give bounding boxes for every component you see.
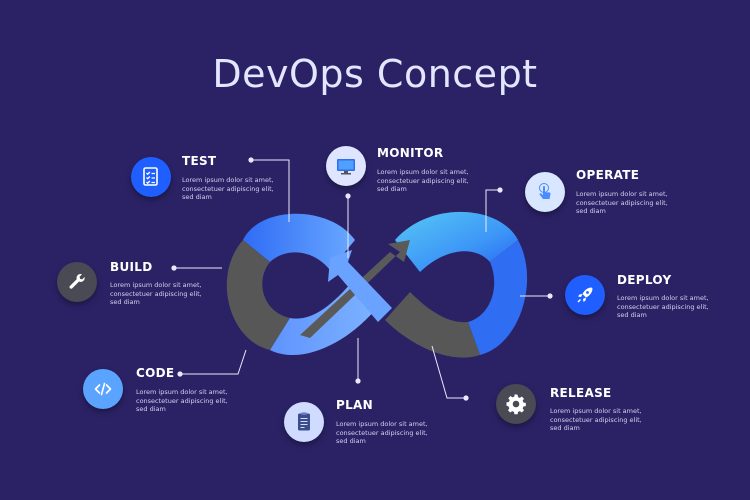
- stage-label: BUILD: [110, 260, 153, 274]
- stage-description: Lorem ipsum dolor sit amet, consectetuer…: [550, 407, 642, 433]
- stage-label: OPERATE: [576, 168, 640, 182]
- document-icon: [284, 402, 324, 442]
- code-brackets-icon: [83, 369, 123, 409]
- page-title: DevOps Concept: [212, 52, 538, 96]
- stage-label: PLAN: [336, 398, 373, 412]
- stage-description: Lorem ipsum dolor sit amet, consectetuer…: [617, 294, 709, 320]
- stage-label: DEPLOY: [617, 273, 672, 287]
- stage-label: CODE: [136, 366, 175, 380]
- connector-dots: [171, 157, 553, 401]
- rocket-icon: [565, 275, 605, 315]
- gear-icon: [496, 384, 536, 424]
- stage-description: Lorem ipsum dolor sit amet, consectetuer…: [110, 281, 202, 307]
- monitor-icon: [326, 146, 366, 186]
- stage-description: Lorem ipsum dolor sit amet, consectetuer…: [576, 190, 668, 216]
- stage-description: Lorem ipsum dolor sit amet, consectetuer…: [136, 388, 228, 414]
- stage-label: RELEASE: [550, 386, 612, 400]
- stage-label: TEST: [182, 154, 217, 168]
- stage-description: Lorem ipsum dolor sit amet, consectetuer…: [182, 176, 274, 202]
- loop-right: [385, 211, 528, 358]
- wrench-icon: [57, 262, 97, 302]
- stage-description: Lorem ipsum dolor sit amet, consectetuer…: [336, 420, 428, 446]
- stage-description: Lorem ipsum dolor sit amet, consectetuer…: [377, 168, 469, 194]
- stage-label: MONITOR: [377, 146, 444, 160]
- touch-hand-icon: [525, 172, 565, 212]
- connector-lines: [174, 159, 550, 399]
- checklist-icon: [131, 157, 171, 197]
- loop-crossing-blue: [328, 250, 392, 322]
